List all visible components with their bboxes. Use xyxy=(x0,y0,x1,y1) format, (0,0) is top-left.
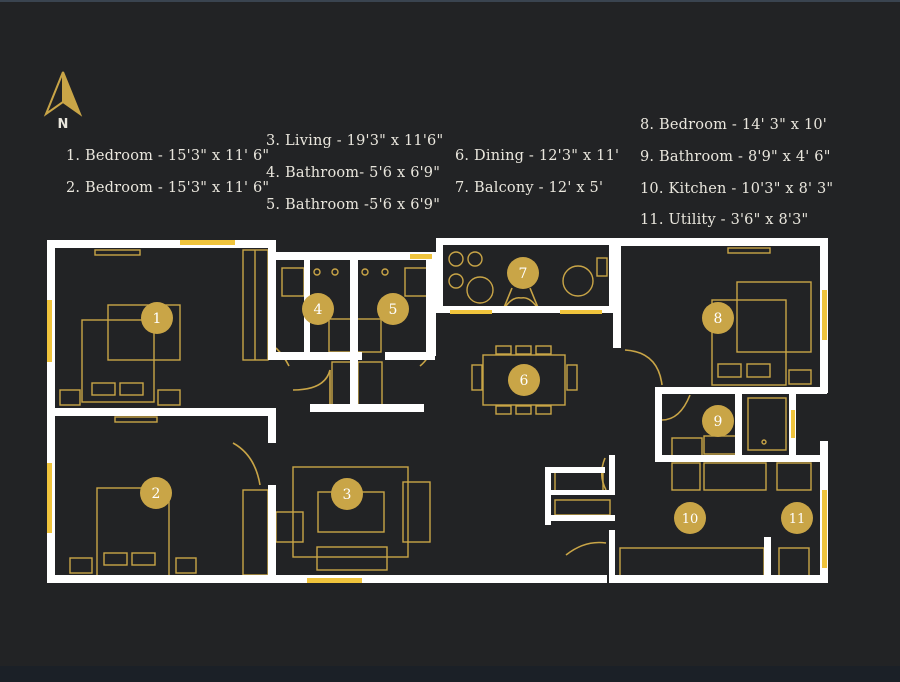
door-swings xyxy=(232,287,691,556)
top-border xyxy=(0,0,900,2)
room-marker-11: 11 xyxy=(781,502,813,534)
room-number: 7 xyxy=(519,266,528,282)
legend-item-1: 1. Bedroom - 15'3" x 11' 6" xyxy=(66,148,270,164)
legend-item-4: 4. Bathroom- 5'6 x 6'9" xyxy=(266,165,441,181)
room-marker-6: 6 xyxy=(508,364,540,396)
room-number: 10 xyxy=(682,512,699,527)
legend-item-3: 3. Living - 19'3" x 11'6" xyxy=(266,133,444,149)
room-number: 6 xyxy=(520,373,529,389)
room-number: 3 xyxy=(343,487,352,503)
legend-item-10: 10. Kitchen - 10'3" x 8' 3" xyxy=(640,181,834,197)
north-arrow-icon: N xyxy=(43,71,83,132)
room-marker-8: 8 xyxy=(702,302,734,334)
room-number: 5 xyxy=(389,302,398,318)
room-marker-10: 10 xyxy=(674,502,706,534)
legend-item-8: 8. Bedroom - 14' 3" x 10' xyxy=(640,117,827,133)
bottom-bar xyxy=(0,666,900,682)
room-number: 9 xyxy=(714,414,723,430)
legend-item-5: 5. Bathroom -5'6 x 6'9" xyxy=(266,197,441,213)
legend-item-9: 9. Bathroom - 8'9" x 4' 6" xyxy=(640,149,831,165)
legend-item-6: 6. Dining - 12'3" x 11' xyxy=(455,148,620,164)
room-markers: 1 2 3 4 5 6 7 8 9 10 11 xyxy=(140,257,813,534)
windows xyxy=(47,240,827,583)
room-number: 1 xyxy=(153,311,162,327)
legend-item-2: 2. Bedroom - 15'3" x 11' 6" xyxy=(66,180,270,196)
room-number: 8 xyxy=(714,311,723,327)
room-marker-5: 5 xyxy=(377,293,409,325)
room-marker-7: 7 xyxy=(507,257,539,289)
room-marker-3: 3 xyxy=(331,478,363,510)
room-marker-1: 1 xyxy=(141,302,173,334)
legend-item-11: 11. Utility - 3'6" x 8'3" xyxy=(640,212,809,228)
compass-label: N xyxy=(58,117,69,132)
room-marker-9: 9 xyxy=(702,405,734,437)
room-marker-4: 4 xyxy=(302,293,334,325)
room-number: 2 xyxy=(152,486,161,502)
room-number: 4 xyxy=(314,302,323,318)
room-marker-2: 2 xyxy=(140,477,172,509)
legend-item-7: 7. Balcony - 12' x 5' xyxy=(455,180,604,196)
room-number: 11 xyxy=(789,512,806,527)
